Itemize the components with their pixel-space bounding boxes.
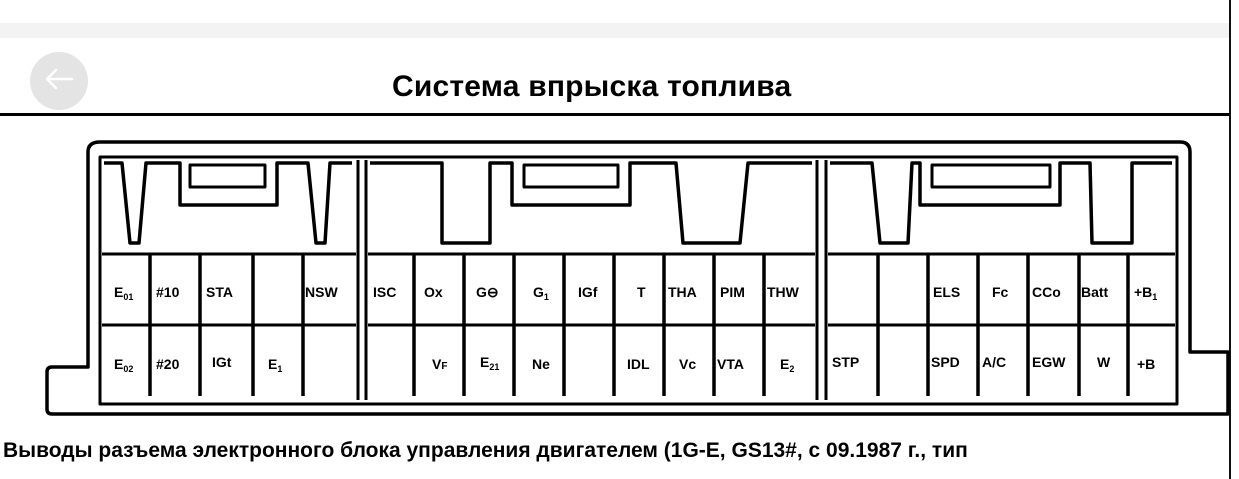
pin-E1: E1 (268, 356, 282, 374)
pin-CCo: CCo (1032, 284, 1061, 300)
figure-caption: Выводы разъема электронного блока управл… (3, 439, 968, 462)
pin-NSW: NSW (305, 284, 338, 300)
page-title: Система впрыска топлива (392, 70, 792, 103)
connector-housing (45, 140, 1230, 416)
pin-PIM: PIM (720, 284, 745, 300)
pin-Ox: Ox (424, 284, 443, 300)
pin-B1: +B1 (1134, 284, 1157, 302)
pin-T: T (637, 284, 646, 300)
pin-STP: STP (832, 354, 859, 370)
pin-THA: THA (668, 284, 697, 300)
pin-IGf: IGf (578, 284, 598, 300)
pin-EGW: EGW (1032, 354, 1066, 370)
pin-B: +B (1137, 356, 1155, 372)
pin-VF: VF (432, 356, 447, 372)
back-button[interactable] (30, 52, 88, 110)
pin-10: #10 (156, 284, 180, 300)
pin-W: W (1097, 354, 1111, 370)
pin-Vc: Vc (679, 356, 696, 372)
top-strip (0, 23, 1229, 38)
pin-E2: E2 (780, 356, 794, 374)
pin-ELS: ELS (933, 284, 960, 300)
pin-Ne: Ne (532, 356, 550, 372)
pin-AC: A/C (982, 354, 1006, 370)
pin-IGt: IGt (212, 354, 232, 370)
title-divider (0, 113, 1229, 116)
pin-STA: STA (206, 284, 233, 300)
pin-E21: E21 (480, 354, 499, 372)
pin-ISC: ISC (373, 284, 396, 300)
pin-G-minus: G⊖ (476, 284, 499, 300)
arrow-left-icon (44, 68, 74, 95)
pin-IDL: IDL (627, 356, 650, 372)
pin-20: #20 (156, 356, 180, 372)
viewport-edge (1229, 0, 1231, 479)
pin-SPD: SPD (931, 354, 960, 370)
pin-THW: THW (767, 284, 800, 300)
pin-Batt: Batt (1081, 284, 1109, 300)
pin-E01: E01 (114, 284, 133, 302)
pin-G1: G1 (533, 284, 549, 302)
pin-Fc: Fc (992, 284, 1009, 300)
pin-E02: E02 (114, 356, 133, 374)
pin-VTA: VTA (717, 356, 744, 372)
